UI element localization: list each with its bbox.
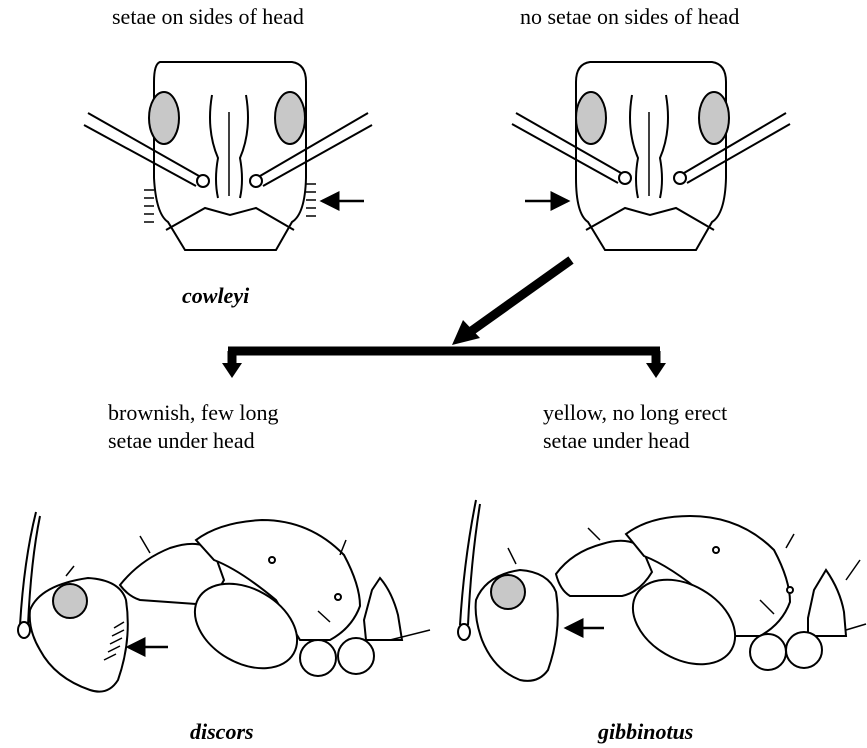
eye-icon xyxy=(699,92,729,144)
eye-icon xyxy=(491,575,525,609)
ant-profile-icon xyxy=(458,500,866,682)
eye-icon xyxy=(576,92,606,144)
decision-arrows xyxy=(222,260,666,378)
ant-head-front-icon xyxy=(512,62,790,250)
ant-head-front-icon xyxy=(84,62,372,250)
eye-icon xyxy=(53,584,87,618)
eye-icon xyxy=(149,92,179,144)
eye-icon xyxy=(275,92,305,144)
ant-profile-icon xyxy=(18,512,430,692)
